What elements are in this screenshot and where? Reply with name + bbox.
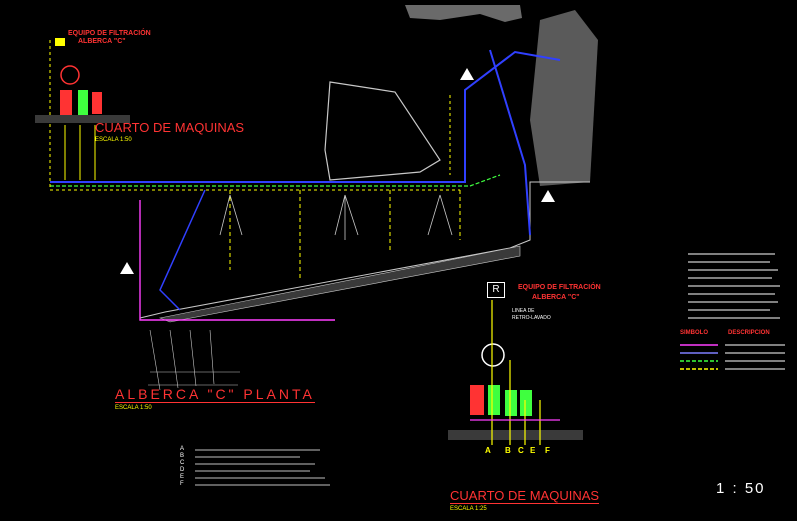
- symbol-column-header: SIMBOLO: [680, 330, 708, 336]
- pipe-legend-descriptions: [195, 449, 330, 486]
- stairs: [148, 329, 240, 391]
- left-equipment-diagram: [35, 38, 130, 180]
- scale-ratio: 1 : 50: [716, 480, 766, 497]
- pool-plan-title: ALBERCA "C" PLANTA: [115, 386, 315, 403]
- backwash-line-label-2: RETRO-LAVADO: [512, 315, 551, 321]
- legend-letter: F: [180, 481, 184, 487]
- room-title-bottom-right: CUARTO DE MAQUINAS: [450, 488, 600, 504]
- general-notes: [688, 253, 780, 319]
- ramp-hatch: [158, 245, 521, 323]
- equipment-title-top-left: EQUIPO DE FILTRACIÓN: [68, 30, 151, 37]
- right-equipment-diagram: [448, 300, 583, 445]
- room-scale-top-left: ESCALA 1:50: [95, 137, 132, 143]
- pipe-letter: B: [505, 446, 511, 455]
- symbol-table-lines: [680, 344, 785, 370]
- backwash-line-label: LINEA DE: [512, 308, 535, 314]
- terrain-hatch: [405, 5, 598, 186]
- equipment-subtitle-bottom-right: ALBERCA "C": [532, 294, 580, 301]
- legend-letter: E: [180, 474, 185, 480]
- legend-letter: B: [180, 453, 185, 459]
- pipe-letter: E: [530, 446, 536, 455]
- room-scale-bottom-right: ESCALA 1:25: [450, 506, 487, 512]
- pipe-letter: A: [485, 446, 491, 455]
- marker-r: R: [487, 282, 505, 298]
- lawn-area-outline: [324, 81, 441, 181]
- north-arrow-icon: [120, 68, 555, 274]
- description-column-header: DESCRIPCION: [728, 330, 770, 336]
- room-title-top-left: CUARTO DE MAQUINAS: [95, 120, 245, 135]
- pipe-letter: C: [518, 446, 524, 455]
- legend-letter: A: [180, 446, 185, 452]
- legend-letter: D: [180, 467, 185, 473]
- pool-outline: [139, 181, 590, 319]
- pipe-network: [49, 40, 561, 311]
- lamp-supports: [219, 194, 453, 240]
- equipment-subtitle-top-left: ALBERCA "C": [78, 38, 126, 45]
- pipe-letter: F: [545, 446, 550, 455]
- equipment-title-bottom-right: EQUIPO DE FILTRACIÓN: [518, 284, 601, 291]
- pool-boundary-magenta: [139, 200, 335, 321]
- legend-letter: C: [180, 460, 185, 466]
- pool-plan-scale: ESCALA 1:50: [115, 405, 152, 411]
